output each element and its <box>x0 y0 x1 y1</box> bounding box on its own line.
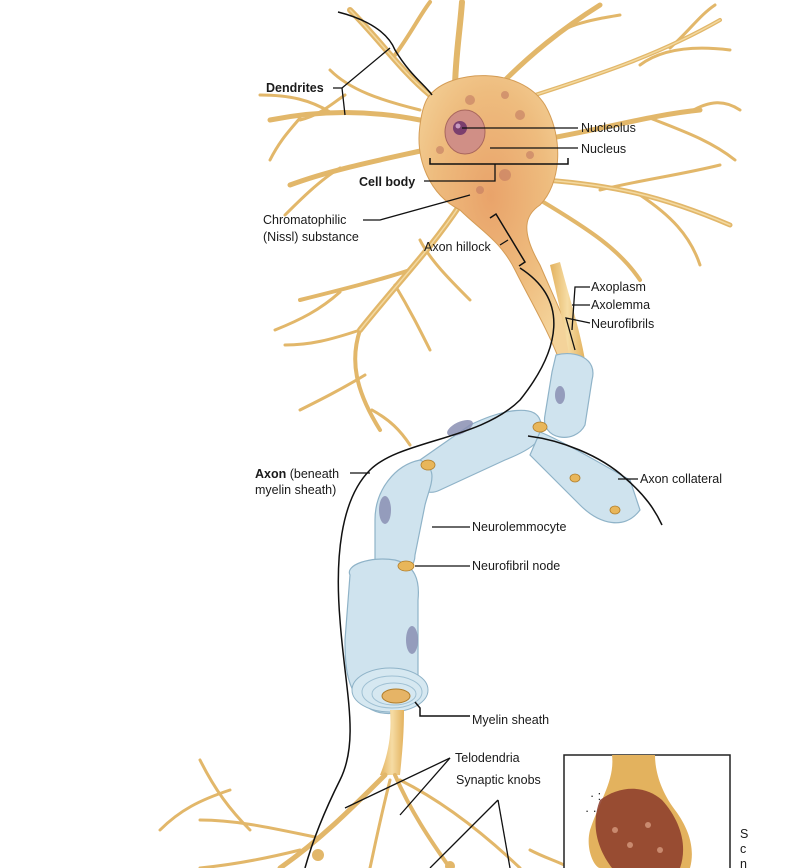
svg-text:· :: · : <box>590 789 601 803</box>
svg-text:· ·: · · <box>585 804 597 818</box>
label-myelin-sheath: Myelin sheath <box>472 713 549 727</box>
label-cutoff-1: S <box>740 827 748 841</box>
axon-initial-segment <box>550 262 585 360</box>
label-neurolemmocyte: Neurolemmocyte <box>472 520 567 534</box>
label-axon-collateral: Axon collateral <box>640 472 722 486</box>
synapse-inset: · · · : <box>563 754 731 868</box>
dendrites-group <box>258 0 742 447</box>
telodendria-group <box>158 710 572 868</box>
leader-lines <box>304 11 663 868</box>
label-axon: Axon (beneath <box>255 467 339 481</box>
label-axon-bold: Axon <box>255 467 286 481</box>
label-axon-hillock: Axon hillock <box>424 240 491 254</box>
label-chromatophilic-2: (Nissl) substance <box>263 230 359 244</box>
label-axon-rest: (beneath <box>286 467 339 481</box>
label-chromatophilic-1: Chromatophilic <box>263 213 346 227</box>
label-telodendria: Telodendria <box>455 751 520 765</box>
label-dendrites: Dendrites <box>266 81 324 95</box>
label-cutoff-3: n <box>740 857 747 868</box>
label-cell-body: Cell body <box>359 175 415 189</box>
label-axoplasm: Axoplasm <box>591 280 646 294</box>
label-nucleus: Nucleus <box>581 142 626 156</box>
label-axolemma: Axolemma <box>591 298 650 312</box>
label-nucleolus: Nucleolus <box>581 121 636 135</box>
label-neurofibrils: Neurofibrils <box>591 317 654 331</box>
label-cutoff-2: c <box>740 842 746 856</box>
myelinated-axon <box>344 353 641 714</box>
label-neurofibril-node: Neurofibril node <box>472 559 560 573</box>
label-synaptic-knobs: Synaptic knobs <box>456 773 541 787</box>
label-axon-line2: myelin sheath) <box>255 483 336 497</box>
